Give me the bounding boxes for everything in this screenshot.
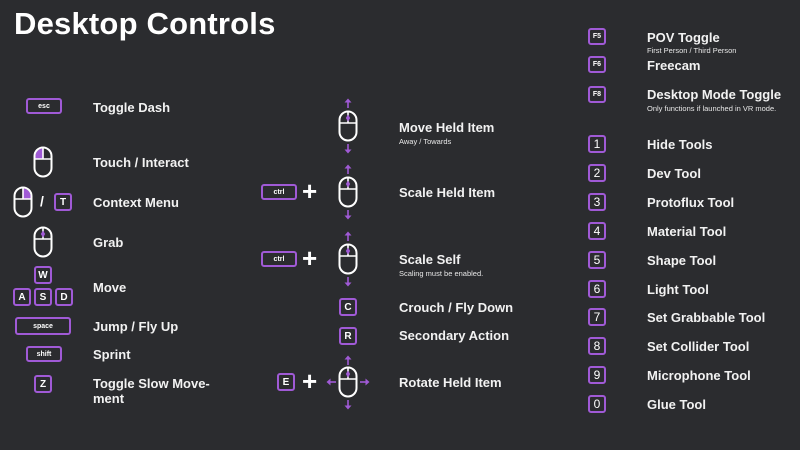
mouse-left-click-icon (33, 146, 53, 178)
arrow-down-icon (343, 277, 353, 287)
toggle-slow-label-line2: ment (93, 391, 125, 406)
mouse-wheel-scroll-icon (338, 110, 358, 142)
s-key: S (34, 288, 52, 306)
plus-sign: + (302, 243, 318, 273)
number-key-6: 6 (588, 280, 606, 298)
c-key: C (339, 298, 357, 316)
number-key-7: 7 (588, 308, 606, 326)
tool-label: Microphone Tool (647, 368, 751, 383)
arrow-down-icon (343, 144, 353, 154)
move-label: Move (93, 280, 127, 295)
plus-sign: + (302, 176, 318, 206)
number-key-5: 5 (588, 251, 606, 269)
f6-key: F6 (588, 56, 606, 73)
tool-label: Light Tool (647, 282, 709, 297)
arrow-up-icon (343, 98, 353, 108)
space-key: space (15, 317, 71, 335)
number-key-3: 3 (588, 193, 606, 211)
mouse-wheel-scroll-icon (338, 176, 358, 208)
tool-label: Dev Tool (647, 166, 701, 181)
tool-label: Hide Tools (647, 137, 713, 152)
number-key-0: 0 (588, 395, 606, 413)
jump-label: Jump / Fly Up (93, 319, 179, 334)
w-key: W (34, 266, 52, 284)
d-key: D (55, 288, 73, 306)
number-key-9: 9 (588, 366, 606, 384)
desktop-mode-toggle-sub: Only functions if launched in VR mode. (647, 104, 777, 113)
tool-label: Material Tool (647, 224, 727, 239)
arrow-right-icon (360, 377, 370, 387)
a-key: A (13, 288, 31, 306)
f8-key: F8 (588, 86, 606, 103)
toggle-slow-label-line1: Toggle Slow Move- (93, 376, 210, 391)
arrow-left-icon (326, 377, 336, 387)
f5-key: F5 (588, 28, 606, 45)
scale-self-sub: Scaling must be enabled. (399, 269, 484, 278)
arrow-down-icon (343, 400, 353, 410)
mouse-wheel-scroll-icon (338, 243, 358, 275)
number-key-8: 8 (588, 337, 606, 355)
arrow-up-icon (343, 164, 353, 174)
shift-key: shift (26, 346, 62, 362)
pov-toggle-sub: First Person / Third Person (647, 46, 737, 55)
touch-interact-label: Touch / Interact (93, 155, 189, 170)
arrow-up-icon (343, 355, 353, 365)
toggle-dash-label: Toggle Dash (93, 100, 171, 115)
e-key: E (277, 373, 295, 391)
arrow-up-icon (343, 231, 353, 241)
tool-label: Shape Tool (647, 253, 717, 268)
move-held-item-label: Move Held Item (399, 120, 495, 135)
context-menu-label: Context Menu (93, 195, 179, 210)
mouse-wheel-rotate-icon (338, 366, 358, 398)
scale-self-label: Scale Self (399, 252, 461, 267)
move-held-item-sub: Away / Towards (399, 137, 452, 146)
number-key-1: 1 (588, 135, 606, 153)
secondary-action-label: Secondary Action (399, 328, 510, 343)
scale-held-item-label: Scale Held Item (399, 185, 496, 200)
desktop-mode-toggle-label: Desktop Mode Toggle (647, 87, 782, 102)
ctrl-key: ctrl (261, 251, 297, 267)
plus-sign: + (302, 366, 318, 396)
grab-label: Grab (93, 235, 124, 250)
tool-label: Glue Tool (647, 397, 706, 412)
mouse-wheel-click-icon (33, 226, 53, 258)
tool-label: Set Grabbable Tool (647, 310, 766, 325)
arrow-down-icon (343, 210, 353, 220)
or-separator: / (40, 193, 44, 209)
number-key-2: 2 (588, 164, 606, 182)
number-key-4: 4 (588, 222, 606, 240)
rotate-held-item-label: Rotate Held Item (399, 375, 502, 390)
ctrl-key: ctrl (261, 184, 297, 200)
tool-label: Protoflux Tool (647, 195, 735, 210)
freecam-label: Freecam (647, 58, 701, 73)
r-key: R (339, 327, 357, 345)
mouse-right-click-icon (13, 186, 33, 218)
tool-label: Set Collider Tool (647, 339, 750, 354)
pov-toggle-label: POV Toggle (647, 30, 720, 45)
z-key: Z (34, 375, 52, 393)
crouch-label: Crouch / Fly Down (399, 300, 514, 315)
page-title: Desktop Controls (14, 6, 276, 41)
sprint-label: Sprint (93, 347, 131, 362)
t-key: T (54, 193, 72, 211)
esc-key: esc (26, 98, 62, 114)
